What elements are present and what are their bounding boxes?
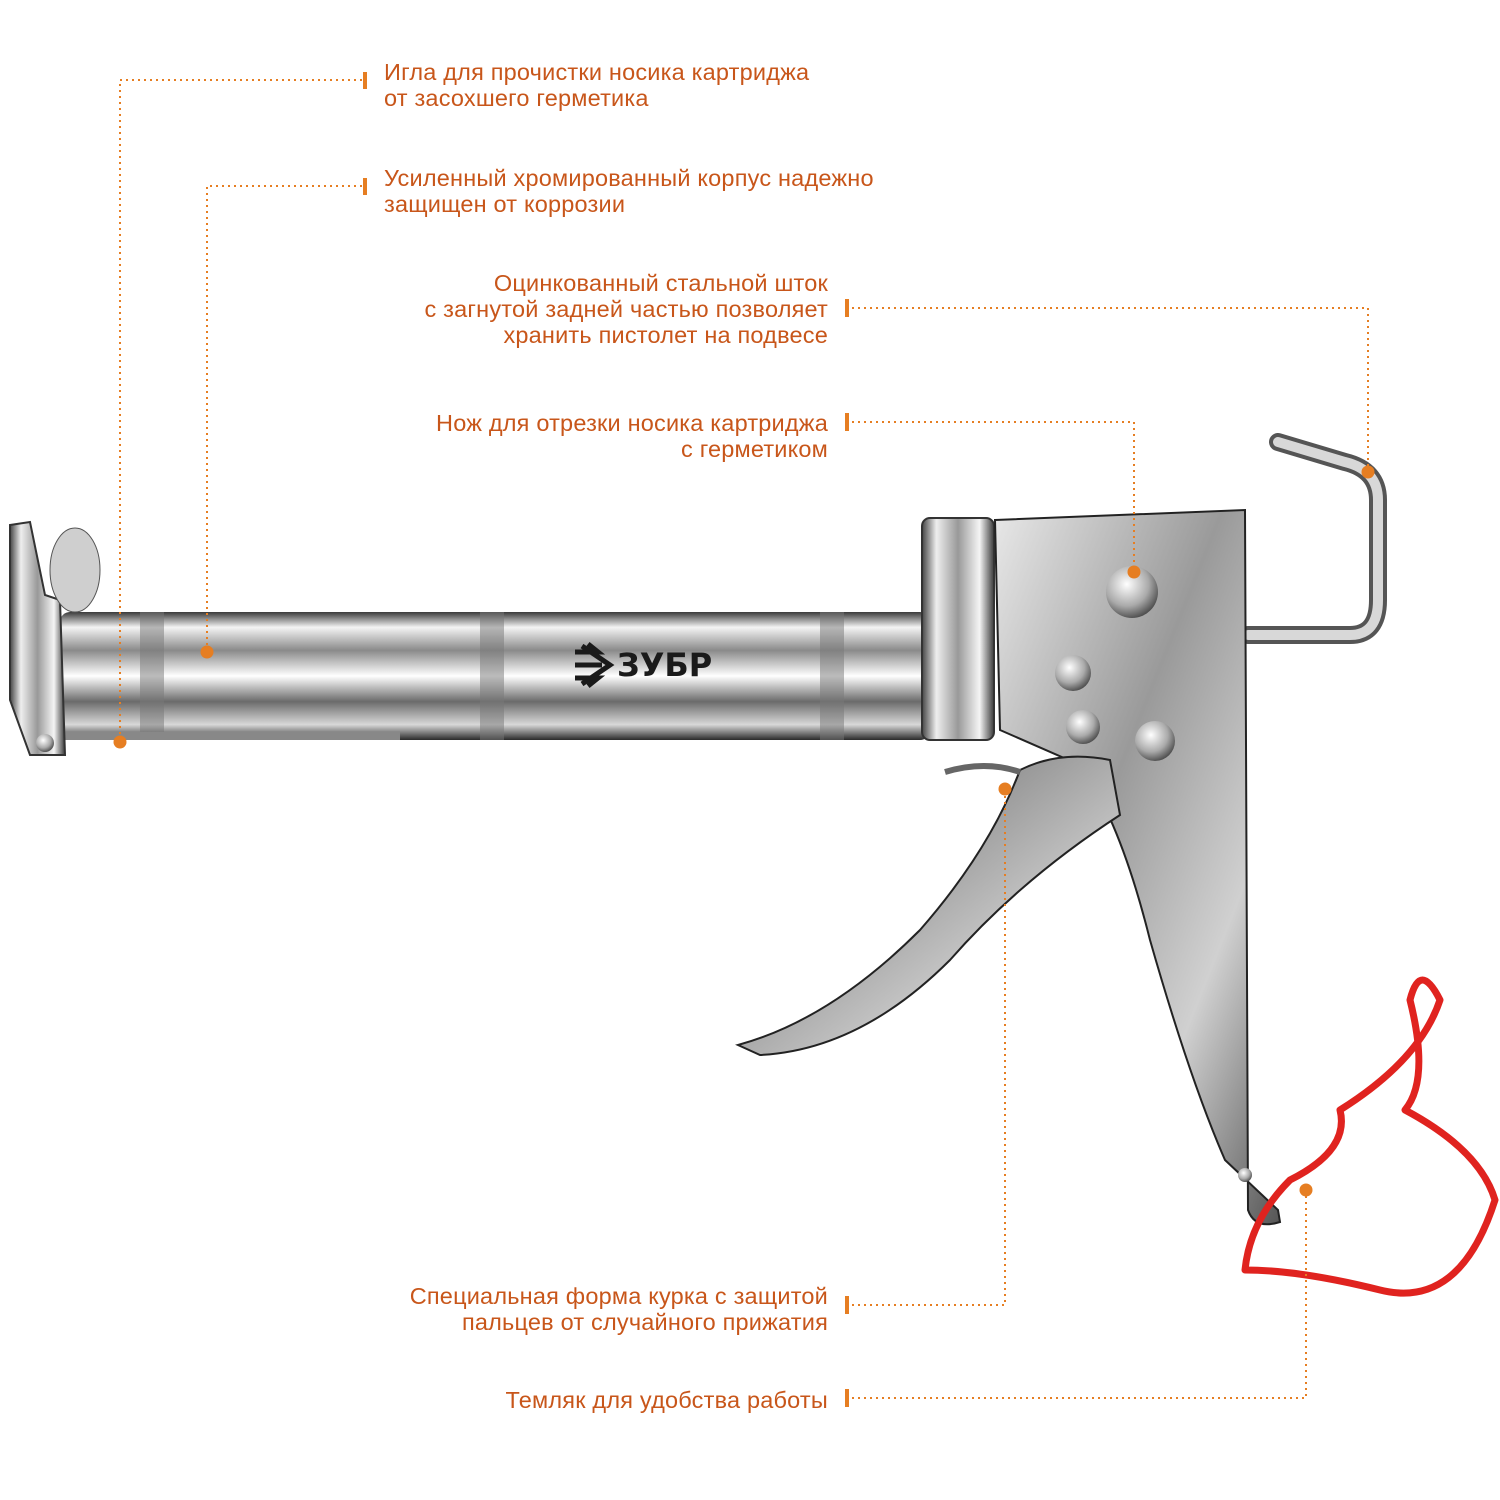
callout-text: Игла для прочистки носика картриджа [384, 59, 810, 85]
callout-knife: Нож для отрезки носика картриджа с герме… [436, 410, 828, 462]
callout-text: хранить пистолет на подвесе [503, 322, 828, 348]
callout-needle: Игла для прочистки носика картриджа от з… [384, 59, 809, 111]
callout-text: Усиленный хромированный корпус надежно [384, 165, 874, 191]
rivet [1066, 710, 1100, 744]
callout-trigger: Специальная форма курка с защитой пальце… [410, 1283, 828, 1335]
callout-text: с герметиком [681, 436, 828, 462]
callout-text: Специальная форма курка с защитой [409, 1283, 828, 1309]
callout-text: защищен от коррозии [384, 191, 626, 217]
callout-body: Усиленный хромированный корпус надежно з… [384, 165, 874, 217]
callout-text: от засохшего герметика [384, 85, 649, 111]
rivet [1135, 721, 1175, 761]
leader-lines [119, 79, 1369, 1399]
callout-text: Нож для отрезки носика картриджа [436, 410, 828, 436]
callout-rod: Оцинкованный стальной шток с загнутой за… [424, 270, 828, 348]
trigger-guard [944, 763, 1021, 775]
callout-strap: Темляк для удобства работы [506, 1387, 828, 1413]
callout-bars [363, 72, 849, 1407]
brand-logo: ЗУБР [575, 642, 712, 688]
front-cap [9, 520, 101, 756]
barrel [40, 612, 930, 740]
brand-logo-text: ЗУБР [617, 646, 712, 684]
callout-text: Оцинкованный стальной шток [493, 270, 828, 296]
callout-text: с загнутой задней частью позволяет [424, 296, 828, 322]
wrist-strap [1241, 976, 1499, 1297]
trigger [735, 755, 1122, 1057]
knife-rivet [1106, 566, 1158, 618]
rivet [1055, 655, 1091, 691]
callout-text: Темляк для удобства работы [505, 1387, 828, 1413]
hook-rod [1239, 433, 1387, 644]
callout-dots [113, 465, 1375, 1197]
strap-ring [1238, 1168, 1252, 1182]
barrel-collar [921, 517, 995, 741]
callout-text: пальцев от случайного прижатия [461, 1309, 828, 1335]
